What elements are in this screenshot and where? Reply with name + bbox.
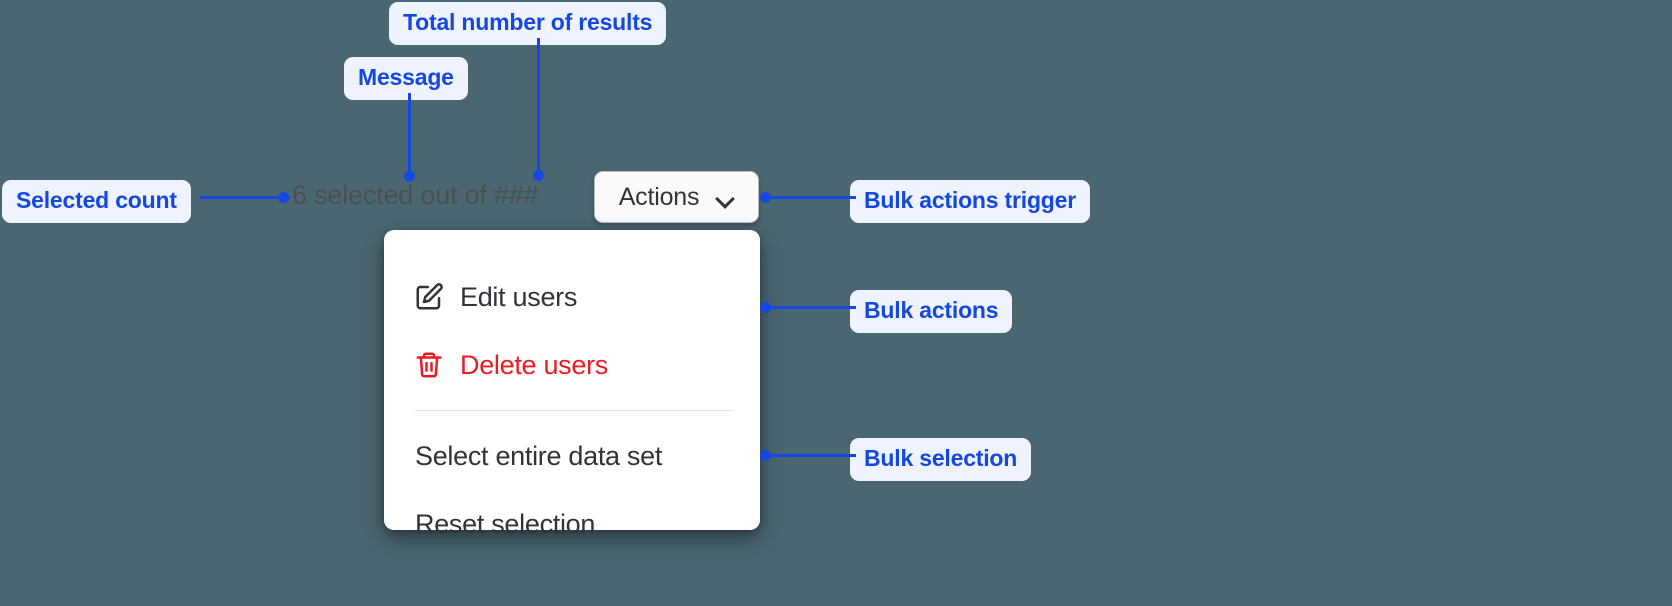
leader-line-selected-count <box>200 196 290 199</box>
annotation-chip-bulk-selection: Bulk selection <box>850 438 1032 481</box>
menu-item-delete-users[interactable]: Delete users <box>384 342 760 388</box>
menu-item-edit-users[interactable]: Edit users <box>384 274 760 320</box>
trash-icon <box>414 350 444 380</box>
bulk-actions-trigger-label: Actions <box>618 182 700 211</box>
edit-pencil-square-icon <box>414 282 444 312</box>
selection-status-text: 6 selected out of ### <box>292 180 539 210</box>
annotation-chip-selected-count: Selected count <box>2 180 191 223</box>
menu-divider <box>415 410 734 411</box>
leader-dot-bulk-actions <box>760 302 771 313</box>
menu-item-label: Edit users <box>460 281 578 312</box>
annotation-chip-total-results: Total number of results <box>389 2 667 45</box>
leader-line-total-results <box>537 38 540 176</box>
bulk-actions-trigger-button[interactable]: Actions <box>594 171 759 223</box>
chevron-down-icon <box>717 192 734 202</box>
menu-item-select-entire-data-set[interactable]: Select entire data set <box>384 433 760 479</box>
annotation-chip-message: Message <box>344 57 468 100</box>
leader-line-bulk-selection <box>764 454 856 457</box>
menu-item-reset-selection[interactable]: Reset selection <box>384 501 760 547</box>
annotation-chip-bulk-actions-trigger: Bulk actions trigger <box>850 180 1090 223</box>
leader-line-bulk-actions-trigger <box>764 196 856 199</box>
menu-item-label: Delete users <box>460 349 608 380</box>
leader-dot-bulk-actions-trigger <box>760 192 771 203</box>
leader-dot-selected-count <box>278 192 289 203</box>
leader-dot-total-results <box>533 170 544 181</box>
menu-item-label: Reset selection <box>415 508 596 539</box>
leader-dot-bulk-selection <box>760 450 771 461</box>
leader-line-bulk-actions <box>764 306 856 309</box>
leader-line-message <box>408 93 411 177</box>
annotation-chip-bulk-actions: Bulk actions <box>850 290 1013 333</box>
leader-dot-message <box>404 171 415 182</box>
bulk-actions-menu: Edit users Delete users Select entire da… <box>384 230 760 539</box>
menu-item-label: Select entire data set <box>415 440 663 471</box>
